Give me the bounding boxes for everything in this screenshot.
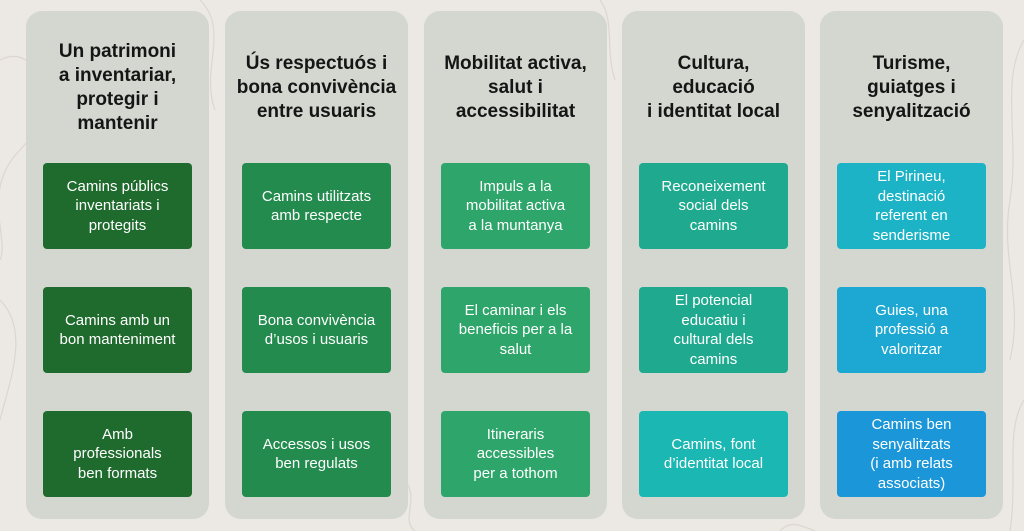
column-5: Turisme, guiatges i senyalització El Piri… (820, 11, 1003, 519)
topic-card[interactable]: Camins amb un bon manteniment (43, 287, 192, 373)
topic-card[interactable]: Camins, font d’identitat local (639, 411, 788, 497)
topic-card[interactable]: El potencial educatiu i cultural dels ca… (639, 287, 788, 373)
column-2: Ús respectuós i bona convivència entre u… (225, 11, 408, 519)
column-title: Mobilitat activa, salut i accessibilitat (444, 53, 587, 122)
topic-card[interactable]: Camins ben senyalitzats (i amb relats as… (837, 411, 986, 497)
topic-card[interactable]: Guies, una professió a valoritzar (837, 287, 986, 373)
topic-card[interactable]: Bona convivència d’usos i usuaris (242, 287, 391, 373)
column-3: Mobilitat activa, salut i accessibilitat… (424, 11, 607, 519)
column-title: Un patrimoni a inventariar, protegir i m… (58, 41, 177, 134)
column-title: Cultura, educació i identitat local (646, 53, 781, 122)
topic-card[interactable]: Amb professionals ben formats (43, 411, 192, 497)
column-1: Un patrimoni a inventariar, protegir i m… (26, 11, 209, 519)
topic-card[interactable]: Camins públics inventariats i protegits (43, 163, 192, 249)
topic-card[interactable]: El caminar i els beneficis per a la salu… (441, 287, 590, 373)
topic-card[interactable]: El Pirineu, destinació referent en sende… (837, 163, 986, 249)
topic-card[interactable]: Accessos i usos ben regulats (242, 411, 391, 497)
column-title: Ús respectuós i bona convivència entre u… (236, 53, 397, 122)
topic-card[interactable]: Reconeixement social dels camins (639, 163, 788, 249)
topic-card[interactable]: Camins utilitzats amb respecte (242, 163, 391, 249)
topic-card[interactable]: Itineraris accessibles per a tothom (441, 411, 590, 497)
column-title: Turisme, guiatges i senyalització (852, 53, 971, 122)
topic-card[interactable]: Impuls a la mobilitat activa a la muntan… (441, 163, 590, 249)
